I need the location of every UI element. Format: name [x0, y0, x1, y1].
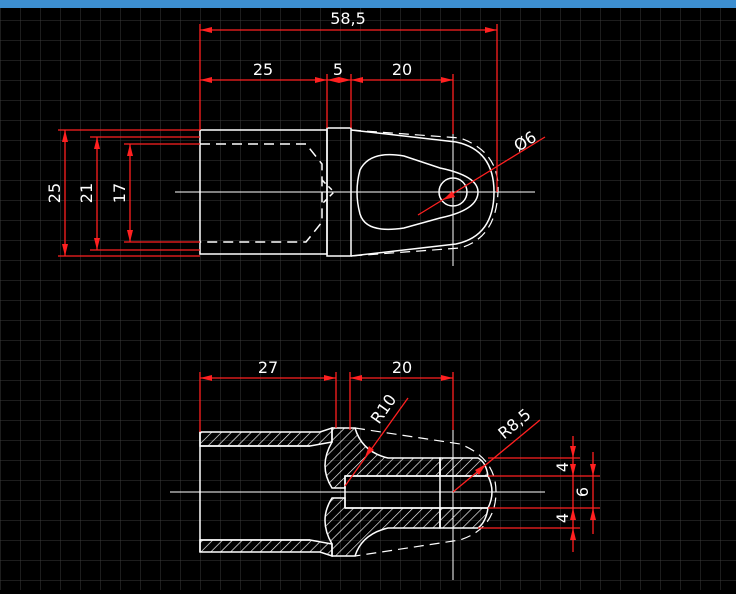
dim-body-label: 27 [258, 358, 278, 377]
dim-wall-top-label: 4 [553, 462, 572, 472]
dim-wall-bottom-label: 4 [553, 513, 572, 523]
dim-outer-dia-label: 25 [45, 183, 64, 203]
title-bar [0, 0, 736, 8]
dim-shank-label: 25 [253, 60, 273, 79]
top-view-dimensions [58, 24, 546, 257]
dim-overall-label: 58,5 [330, 9, 366, 28]
cad-drawing: 58,5 25 5 20 Ø6 25 21 17 [0, 8, 736, 590]
drawing-canvas[interactable]: 58,5 25 5 20 Ø6 25 21 17 [0, 8, 736, 590]
grid [0, 8, 736, 590]
dim-head-label: 20 [392, 60, 412, 79]
dim-slot-label: 6 [573, 487, 592, 497]
section-view [170, 420, 545, 580]
top-view [175, 118, 535, 266]
section-view-dimensions [199, 372, 600, 552]
dim-head-section-label: 20 [392, 358, 412, 377]
dim-mid-dia-label: 21 [77, 183, 96, 203]
dim-inner-dia-label: 17 [110, 183, 129, 203]
dim-collar-label: 5 [333, 60, 343, 79]
